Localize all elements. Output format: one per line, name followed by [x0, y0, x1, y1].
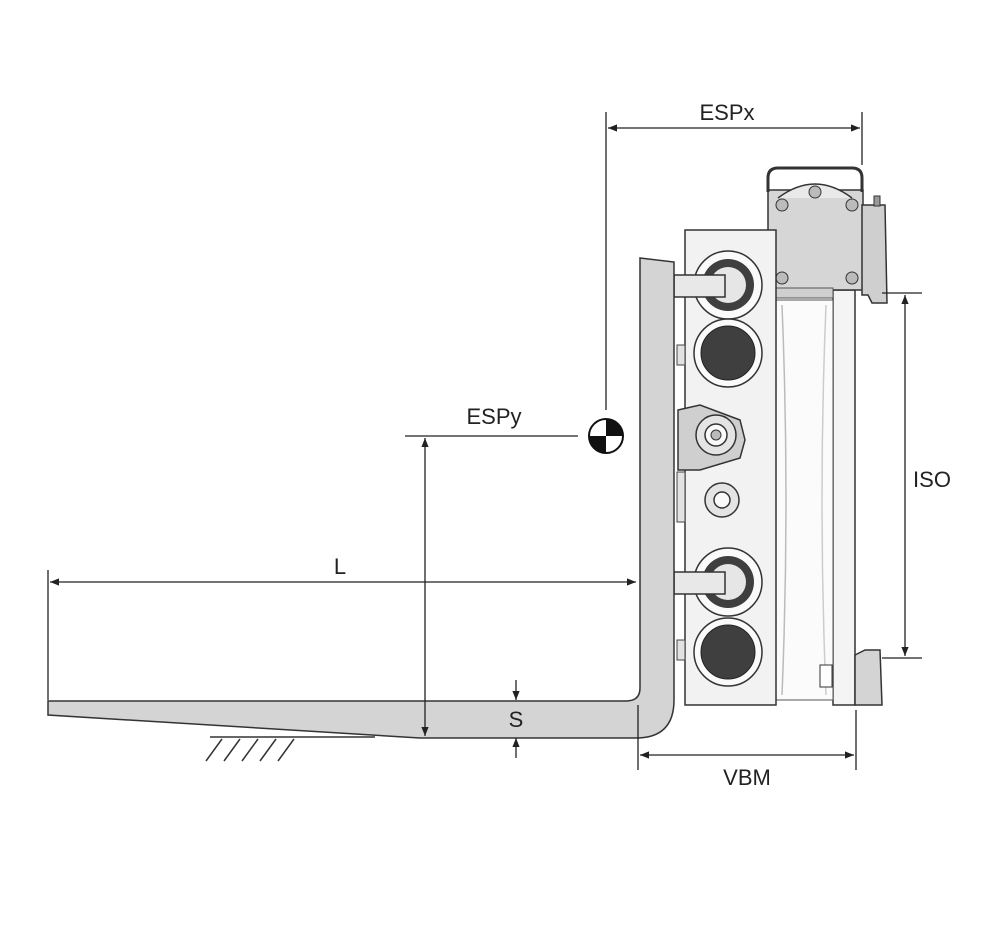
label-vbm: VBM [723, 765, 771, 790]
bolt-icon [775, 271, 789, 285]
roller-bottom-dark [693, 617, 763, 687]
axle-arm-top [673, 274, 726, 298]
side-bracket [861, 204, 888, 304]
bolt-icon [845, 198, 859, 212]
fork [47, 257, 675, 739]
dimension-lines [47, 112, 922, 770]
roller-top-dark [693, 318, 763, 388]
label-espx: ESPx [699, 100, 754, 125]
bolt-icon [845, 271, 859, 285]
label-iso: ISO [913, 467, 951, 492]
pivot-bracket [677, 404, 746, 471]
label-thickness: S [509, 707, 524, 732]
rear-frame-plate [832, 289, 856, 706]
center-of-gravity-icon [588, 418, 624, 454]
roller-top-light [693, 250, 763, 320]
bottom-hook [854, 649, 883, 706]
label-length: L [334, 554, 346, 579]
axle-arm-bottom [673, 571, 726, 595]
bolt-icon [775, 198, 789, 212]
carriage-assembly [673, 166, 888, 706]
ground-hatch-icon [205, 736, 375, 762]
roller-bottom-light [693, 547, 763, 617]
lifting-handle [766, 166, 864, 192]
center-pin [704, 482, 740, 518]
label-espy: ESPy [466, 404, 521, 429]
